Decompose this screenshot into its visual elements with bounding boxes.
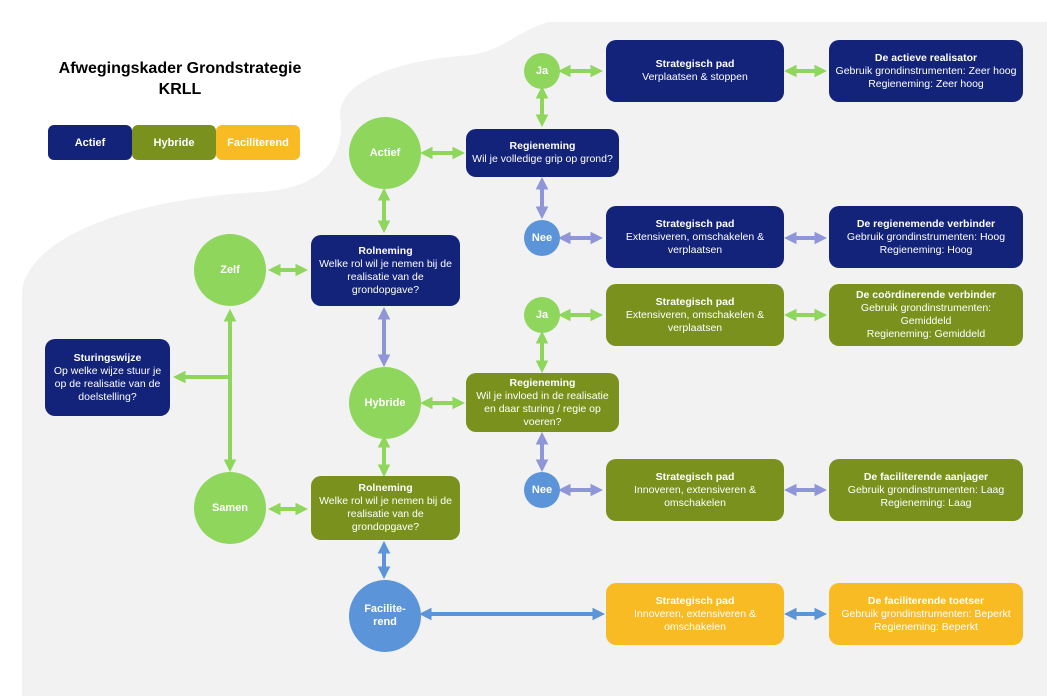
title-line1: Afwegingskader Grondstrategie (58, 60, 302, 77)
role-coordinerende-verbinder: De coördinerende verbinder Gebruik grond… (829, 284, 1023, 346)
pad-5-text: Innoveren, extensiveren & omschakelen (634, 607, 756, 633)
pad-4-title: Strategisch pad (655, 470, 735, 483)
role-1-title: De actieve realisator (874, 51, 978, 64)
role-4-text: Gebruik grondinstrumenten: Laag Regienem… (847, 483, 1005, 509)
role-3-text: Gebruik grondinstrumenten: Gemiddeld Reg… (860, 302, 992, 340)
regieneming-actief-box: Regieneming Wil je volledige grip op gro… (466, 129, 619, 177)
legend-faciliterend: Faciliterend (216, 125, 300, 160)
strategisch-pad-2: Strategisch pad Extensiveren, omschakele… (606, 206, 784, 268)
role-2-title: De regienemende verbinder (856, 217, 996, 230)
pad-1-title: Strategisch pad (655, 58, 735, 70)
pad-3-title: Strategisch pad (655, 295, 735, 308)
role-4-title: De faciliterende aanjager (863, 470, 989, 483)
pad-2-title: Strategisch pad (655, 217, 735, 230)
role-regienemende-verbinder: De regienemende verbinder Gebruik grondi… (829, 206, 1023, 268)
role-1-text: Gebruik grondinstrumenten: Zeer hoog Reg… (835, 64, 1017, 90)
legend-hybride: Hybride (132, 125, 216, 160)
rolneming-samen-text: Welke rol wil je nemen bij de realisatie… (319, 495, 452, 533)
strategisch-pad-3: Strategisch pad Extensiveren, omschakele… (606, 284, 784, 346)
pad-2-text: Extensiveren, omschakelen & verplaatsen (625, 230, 765, 256)
regieneming-hybride-title: Regieneming (509, 376, 576, 389)
regieneming-actief-text: Wil je volledige grip op grond? (472, 153, 613, 165)
regieneming-hybride-text: Wil je invloed in de realisatie en daar … (476, 389, 609, 428)
pad-5-title: Strategisch pad (655, 594, 735, 607)
pad-1-text: Verplaatsen & stoppen (642, 71, 748, 83)
sturingswijze-text: Op welke wijze stuur je op de realisatie… (53, 364, 162, 403)
sturingswijze-box: Sturingswijze Op welke wijze stuur je op… (45, 339, 170, 416)
legend-actief: Actief (48, 125, 132, 160)
role-2-text: Gebruik grondinstrumenten: Hoog Regienem… (846, 230, 1006, 256)
regieneming-actief-title: Regieneming (509, 140, 576, 152)
background-shape (22, 22, 1047, 696)
role-faciliterende-aanjager: De faciliterende aanjager Gebruik grondi… (829, 459, 1023, 521)
role-faciliterende-toetser: De faciliterende toetser Gebruik grondin… (829, 583, 1023, 645)
rolneming-samen-box: Rolneming Welke rol wil je nemen bij de … (311, 476, 460, 540)
circle-samen: Samen (194, 472, 266, 544)
regieneming-hybride-box: Regieneming Wil je invloed in de realisa… (466, 373, 619, 432)
strategisch-pad-1: Strategisch pad Verplaatsen & stoppen (606, 40, 784, 102)
pad-4-text: Innoveren, extensiveren & omschakelen (634, 483, 756, 509)
strategisch-pad-5: Strategisch pad Innoveren, extensiveren … (606, 583, 784, 645)
role-3-title: De coördinerende verbinder (855, 289, 997, 301)
sturingswijze-title: Sturingswijze (73, 351, 142, 364)
circle-actief: Actief (349, 117, 421, 189)
circle-nee-2: Nee (524, 472, 560, 508)
rolneming-samen-title: Rolneming (358, 482, 413, 494)
role-5-text: Gebruik grondinstrumenten: Beperkt Regie… (841, 607, 1011, 633)
rolneming-zelf-box: Rolneming Welke rol wil je nemen bij de … (311, 235, 460, 306)
pad-3-text: Extensiveren, omschakelen & verplaatsen (625, 308, 765, 334)
circle-zelf: Zelf (194, 234, 266, 306)
role-actieve-realisator: De actieve realisator Gebruik grondinstr… (829, 40, 1023, 102)
circle-nee-1: Nee (524, 220, 560, 256)
rolneming-zelf-text: Welke rol wil je nemen bij de realisatie… (319, 257, 452, 296)
strategisch-pad-4: Strategisch pad Innoveren, extensiveren … (606, 459, 784, 521)
circle-hybride: Hybride (349, 367, 421, 439)
title-line2: KRLL (158, 81, 202, 98)
rolneming-zelf-title: Rolneming (358, 244, 413, 257)
role-5-title: De faciliterende toetser (867, 594, 985, 607)
circle-ja-1: Ja (524, 53, 560, 89)
circle-faciliterend: Facilite- rend (349, 580, 421, 652)
diagram-title: Afwegingskader Grondstrategie KRLL (40, 58, 320, 100)
circle-ja-2: Ja (524, 297, 560, 333)
